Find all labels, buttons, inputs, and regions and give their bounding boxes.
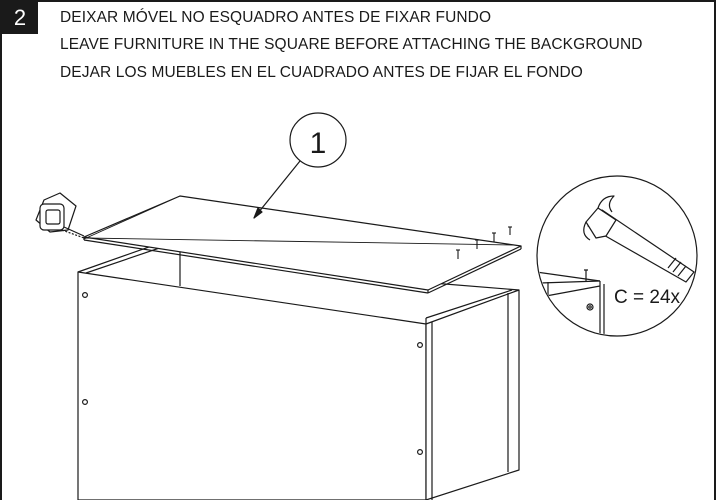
nail-icon [456,226,512,259]
tape-measure-icon [35,192,85,239]
instruction-english: LEAVE FURNITURE IN THE SQUARE BEFORE ATT… [60,36,643,53]
back-panel [83,195,522,294]
hammer-icon [583,195,695,283]
nail-count-label: C = 24x [614,287,681,308]
step-number-badge: 2 [2,2,38,34]
instruction-portuguese: DEIXAR MÓVEL NO ESQUADRO ANTES DE FIXAR … [60,9,492,26]
cabinet-body [77,235,520,500]
part-number-label: 1 [310,127,327,160]
part-callout [253,112,347,219]
instruction-spanish: DEJAR LOS MUEBLES EN EL CUADRADO ANTES D… [60,64,583,81]
